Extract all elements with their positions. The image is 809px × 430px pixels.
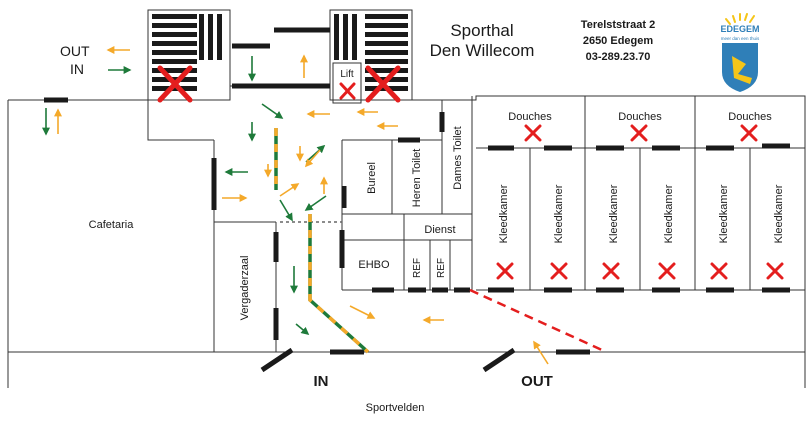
room-kleedkamer-6: Kleedkamer [773, 184, 785, 243]
address-city: 2650 Edegem [583, 35, 654, 47]
logo-tagline: meer dan een thuis [721, 36, 760, 41]
closed-marks [157, 65, 784, 280]
out-arrows [54, 54, 549, 365]
edegem-logo: EDEGEM meer dan een thuis [720, 13, 760, 92]
stairs-left [152, 14, 222, 91]
entrance-out-label: OUT [521, 373, 553, 390]
logo-name: EDEGEM [720, 24, 759, 34]
address-street: Terelststraat 2 [581, 19, 655, 31]
legend: OUT IN [60, 43, 132, 77]
entrance-in-label: IN [314, 373, 329, 390]
building-walls [7, 9, 806, 388]
room-bureel: Bureel [366, 162, 378, 194]
room-dames-toilet: Dames Toilet [452, 126, 464, 189]
sun-rays-icon [725, 13, 755, 25]
room-vergaderzaal: Vergaderzaal [239, 256, 251, 321]
doors [44, 27, 790, 373]
room-dienst: Dienst [424, 224, 455, 236]
room-douches-3: Douches [728, 111, 772, 123]
address-phone: 03-289.23.70 [586, 51, 651, 63]
room-kleedkamer-2: Kleedkamer [553, 184, 565, 243]
room-kleedkamer-5: Kleedkamer [718, 184, 730, 243]
room-ref-1: REF [412, 258, 423, 278]
room-heren-toilet: Heren Toilet [411, 149, 423, 208]
closed-route [469, 288, 603, 352]
room-ref-2: REF [436, 258, 447, 278]
room-cafetaria: Cafetaria [89, 219, 135, 231]
logo-yellow-shape [732, 56, 752, 84]
building-title-line1: Sporthal [450, 21, 513, 40]
sportvelden-label: Sportvelden [366, 402, 425, 414]
room-kleedkamer-4: Kleedkamer [663, 184, 675, 243]
room-ehbo: EHBO [358, 259, 390, 271]
building-title-line2: Den Willecom [430, 41, 535, 60]
room-kleedkamer-1: Kleedkamer [498, 184, 510, 243]
legend-out-label: OUT [60, 43, 90, 59]
room-douches-2: Douches [618, 111, 662, 123]
room-lift: Lift [340, 69, 354, 80]
room-douches-1: Douches [508, 111, 552, 123]
route-line [274, 128, 370, 354]
room-kleedkamer-3: Kleedkamer [608, 184, 620, 243]
legend-in-label: IN [70, 61, 84, 77]
